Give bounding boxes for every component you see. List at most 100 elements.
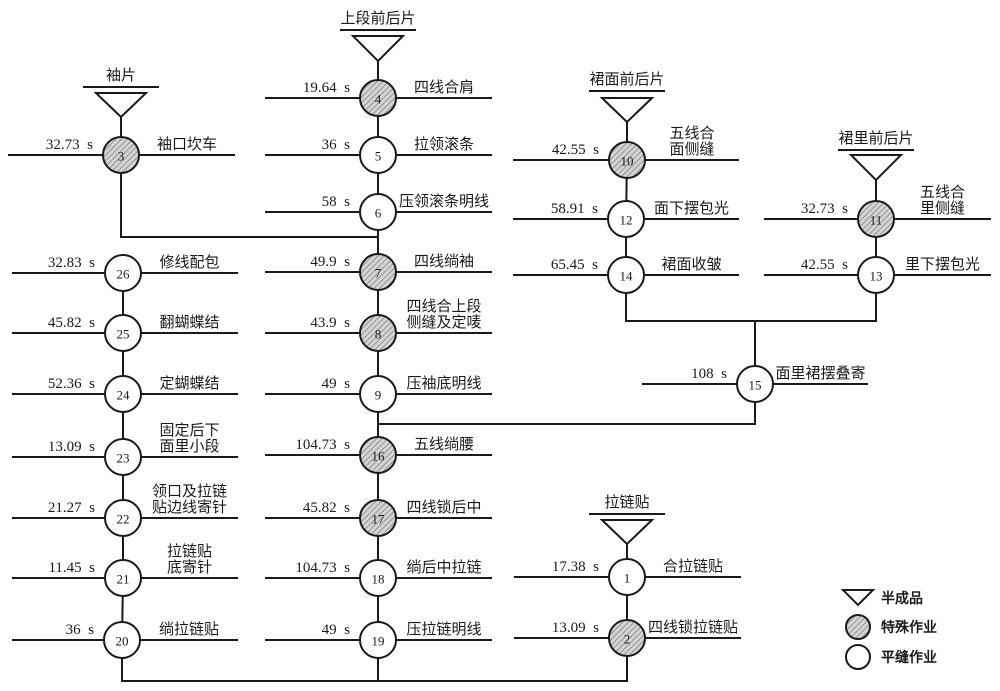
node-time: 13.09 s xyxy=(552,620,599,636)
plain-operation-circle-icon xyxy=(359,375,397,413)
source-upper: 上段前后片 xyxy=(340,9,416,80)
legend-item-circle: 平缝作业 xyxy=(845,644,937,670)
node-operation: 面里裙摆叠寄 xyxy=(775,364,865,382)
node-number: 21 xyxy=(117,572,130,587)
node-time: 104.73 s xyxy=(295,437,350,453)
node-number: 12 xyxy=(620,213,633,228)
operation-node-25: 25 45.82 s 翻蝴蝶结 xyxy=(12,313,238,352)
special-operation-circle-icon xyxy=(359,253,397,291)
node-number: 25 xyxy=(117,327,130,342)
hatched-circle-icon xyxy=(845,614,871,640)
node-number: 8 xyxy=(375,327,382,342)
source-label: 裙面前后片 xyxy=(589,70,664,88)
plain-operation-circle-icon xyxy=(359,621,397,659)
node-number: 26 xyxy=(117,267,131,282)
node-time: 21.27 s xyxy=(48,500,95,516)
node-time: 45.82 s xyxy=(48,315,95,331)
node-time: 104.73 s xyxy=(295,560,350,576)
node-operation: 压领滚条明线 xyxy=(399,192,489,210)
legend-label: 半成品 xyxy=(881,590,923,607)
node-number: 13 xyxy=(870,269,883,284)
plain-operation-circle-icon xyxy=(736,365,774,403)
special-operation-circle-icon xyxy=(359,314,397,352)
node-time: 11.45 s xyxy=(48,560,95,576)
semi-finished-triangle-icon xyxy=(350,35,406,63)
node-operation: 面下摆包光 xyxy=(654,199,729,217)
node-operation-line: 面里小段 xyxy=(159,437,219,455)
node-number: 19 xyxy=(372,634,385,649)
operation-node-4: 4 19.64 s 四线合肩 xyxy=(265,78,492,117)
node-time: 13.09 s xyxy=(48,439,95,455)
node-operation: 翻蝴蝶结 xyxy=(159,313,219,331)
source-zipper: 拉链贴 xyxy=(589,493,665,559)
plain-operation-circle-icon xyxy=(104,559,142,597)
node-number: 1 xyxy=(624,571,631,586)
node-time: 19.64 s xyxy=(303,80,350,96)
source-label: 袖片 xyxy=(106,66,136,84)
node-number: 24 xyxy=(117,388,131,403)
node-operation: 拉领滚条 xyxy=(414,135,474,153)
semi-finished-triangle-icon xyxy=(599,519,655,546)
node-number: 14 xyxy=(620,269,634,284)
source-sleeve: 袖片 xyxy=(83,66,159,137)
source-label: 上段前后片 xyxy=(340,9,415,27)
node-operation: 四线合肩 xyxy=(414,78,474,96)
node-operation: 四线锁拉链贴 xyxy=(648,618,738,636)
source-skirt-lining: 裙里前后片 xyxy=(838,129,914,201)
node-number: 3 xyxy=(118,149,125,164)
node-operation: 裙面收皱 xyxy=(661,255,721,273)
node-operation-line: 里侧缝 xyxy=(920,199,965,217)
node-operation: 绱后中拉链 xyxy=(406,558,481,576)
node-number: 23 xyxy=(117,451,130,466)
plain-operation-circle-icon xyxy=(608,558,646,596)
operation-node-19: 19 49 s 压拉链明线 xyxy=(265,620,492,659)
node-time: 65.45 s xyxy=(551,257,598,273)
node-time: 43.9 s xyxy=(310,315,350,331)
node-time: 45.82 s xyxy=(303,500,350,516)
legend-label: 平缝作业 xyxy=(881,649,937,666)
node-operation: 里下摆包光 xyxy=(905,255,980,273)
operation-node-14: 14 65.45 s 裙面收皱 xyxy=(513,255,739,294)
node-operation: 合拉链贴 xyxy=(663,557,723,575)
legend-item-hatched-circle: 特殊作业 xyxy=(845,614,937,640)
merge-line-14-13 xyxy=(625,275,877,322)
node-time: 32.73 s xyxy=(801,201,848,217)
node-time: 49 s xyxy=(322,622,351,638)
node-operation: 绱拉链贴 xyxy=(159,620,219,638)
node-operation-line: 面侧缝 xyxy=(669,140,714,158)
semi-finished-triangle-icon xyxy=(93,92,149,119)
node-operation-line: 固定后下 xyxy=(159,421,219,439)
circle-icon xyxy=(845,644,871,670)
source-label: 拉链贴 xyxy=(604,493,649,511)
node-operation: 定蝴蝶结 xyxy=(159,374,219,392)
node-time: 49.9 s xyxy=(310,254,350,270)
plain-operation-circle-icon xyxy=(103,621,141,659)
node-time: 32.73 s xyxy=(46,137,93,153)
node-number: 5 xyxy=(375,149,382,164)
node-time: 49 s xyxy=(322,376,351,392)
node-number: 11 xyxy=(870,213,883,228)
special-operation-circle-icon xyxy=(608,619,646,657)
legend-label: 特殊作业 xyxy=(881,619,937,636)
node-number: 22 xyxy=(117,512,130,527)
plain-operation-circle-icon xyxy=(104,254,142,292)
node-number: 4 xyxy=(375,92,382,107)
node-operation: 压拉链明线 xyxy=(406,620,481,638)
plain-operation-circle-icon xyxy=(359,559,397,597)
node-number: 15 xyxy=(749,378,762,393)
node-time: 58 s xyxy=(322,194,351,210)
